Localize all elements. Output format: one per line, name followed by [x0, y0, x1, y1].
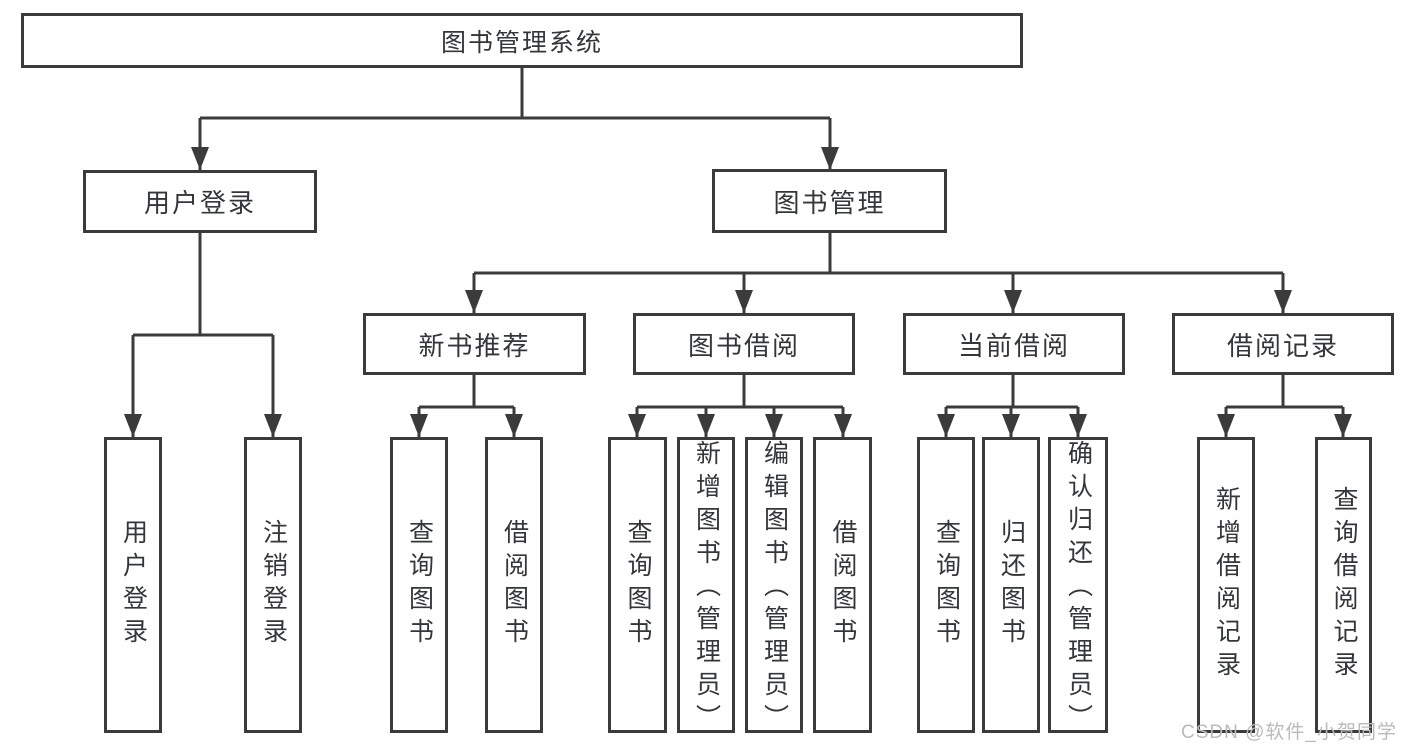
node-current-borrow: 当前借阅: [903, 313, 1125, 375]
node-user-login: 用户登录: [83, 170, 317, 233]
leaf-borrow-books-label: 借阅图书: [829, 519, 857, 651]
leaf-add-borrow-record-label: 新增借阅记录: [1212, 486, 1241, 684]
node-book-borrow-label: 图书借阅: [687, 330, 800, 361]
connector-user-login-fork: [131, 233, 275, 437]
arrowheads-borrow-record-fork: [1217, 414, 1352, 437]
csdn-watermark: CSDN @软件_小贺同学: [1181, 722, 1397, 743]
leaf-edit-book-admin: 编辑图书（管理员）: [745, 437, 803, 737]
connector-new-book-fork: [417, 375, 516, 437]
node-book-mgmt-label: 图书管理: [773, 187, 886, 218]
arrowheads-root-to-level2: [191, 147, 839, 170]
leaf-add-book-admin: 新增图书（管理员）: [677, 437, 735, 737]
node-borrow-record-label: 借阅记录: [1226, 330, 1339, 361]
leaf-return-book-label: 归还图书: [997, 519, 1026, 651]
leaf-user-login-label: 用户登录: [119, 519, 148, 651]
leaf-edit-book-admin-label: 编辑图书（管理员）: [760, 440, 789, 737]
arrowheads-new-book-fork: [410, 414, 523, 437]
node-new-book-recommend-label: 新书推荐: [418, 330, 531, 361]
leaf-query-books-recommend-label: 查询图书: [405, 519, 434, 651]
connector-book-borrow-fork: [635, 375, 845, 437]
node-root: 图书管理系统: [21, 13, 1023, 68]
leaf-borrow-books-recommend-label: 借阅图书: [500, 519, 529, 651]
node-borrow-record: 借阅记录: [1172, 313, 1394, 375]
leaf-query-books-borrow-label: 查询图书: [624, 519, 652, 651]
leaf-query-borrow-record-label: 查询借阅记录: [1330, 486, 1358, 684]
node-user-login-label: 用户登录: [143, 188, 256, 218]
leaf-query-books-recommend: 查询图书: [390, 437, 448, 733]
arrowheads-book-mgmt-to-level3: [465, 290, 1292, 313]
leaf-confirm-return-admin-label: 确认归还（管理员）: [1064, 440, 1093, 737]
leaf-logout-label: 注销登录: [259, 519, 288, 651]
leaf-return-book: 归还图书: [982, 437, 1040, 733]
node-book-borrow: 图书借阅: [633, 313, 855, 375]
leaf-query-books-borrow: 查询图书: [608, 437, 667, 733]
leaf-add-book-admin-label: 新增图书（管理员）: [692, 440, 721, 737]
leaf-confirm-return-admin: 确认归还（管理员）: [1048, 437, 1108, 737]
arrowheads-current-borrow-fork: [937, 414, 1087, 437]
arrowheads-user-login-fork: [124, 414, 282, 437]
leaf-borrow-books-recommend: 借阅图书: [485, 437, 543, 733]
leaf-logout: 注销登录: [244, 437, 302, 733]
node-new-book-recommend: 新书推荐: [363, 313, 586, 375]
arrowheads-book-borrow-fork: [628, 414, 852, 437]
leaf-query-books-current-label: 查询图书: [932, 519, 961, 651]
leaf-borrow-books: 借阅图书: [813, 437, 872, 733]
connector-book-mgmt-to-level3: [472, 233, 1285, 313]
node-book-mgmt: 图书管理: [712, 169, 947, 233]
leaf-user-login: 用户登录: [104, 437, 162, 733]
node-root-label: 图书管理系统: [440, 28, 603, 57]
connector-root-to-level2: [198, 68, 832, 170]
leaf-query-borrow-record: 查询借阅记录: [1315, 437, 1372, 733]
leaf-query-books-current: 查询图书: [917, 437, 975, 733]
node-current-borrow-label: 当前借阅: [957, 330, 1070, 361]
leaf-add-borrow-record: 新增借阅记录: [1197, 437, 1255, 733]
connector-borrow-record-fork: [1224, 375, 1345, 437]
